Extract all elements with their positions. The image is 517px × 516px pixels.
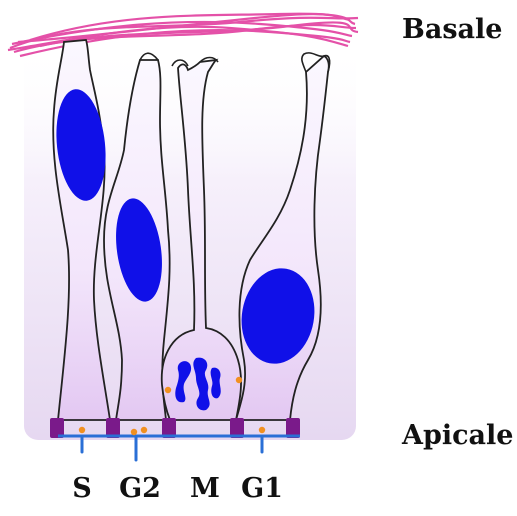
cell-m-granule-right — [236, 377, 242, 383]
cell-m-granule-left — [165, 387, 171, 393]
phase-label-g1: G1 — [241, 473, 283, 504]
basal-label: Basale — [402, 14, 502, 45]
phase-label-s: S — [72, 473, 92, 504]
phase-label-g2: G2 — [119, 473, 161, 504]
apical-label: Apicale — [402, 420, 513, 451]
phase-label-m: M — [190, 473, 220, 504]
